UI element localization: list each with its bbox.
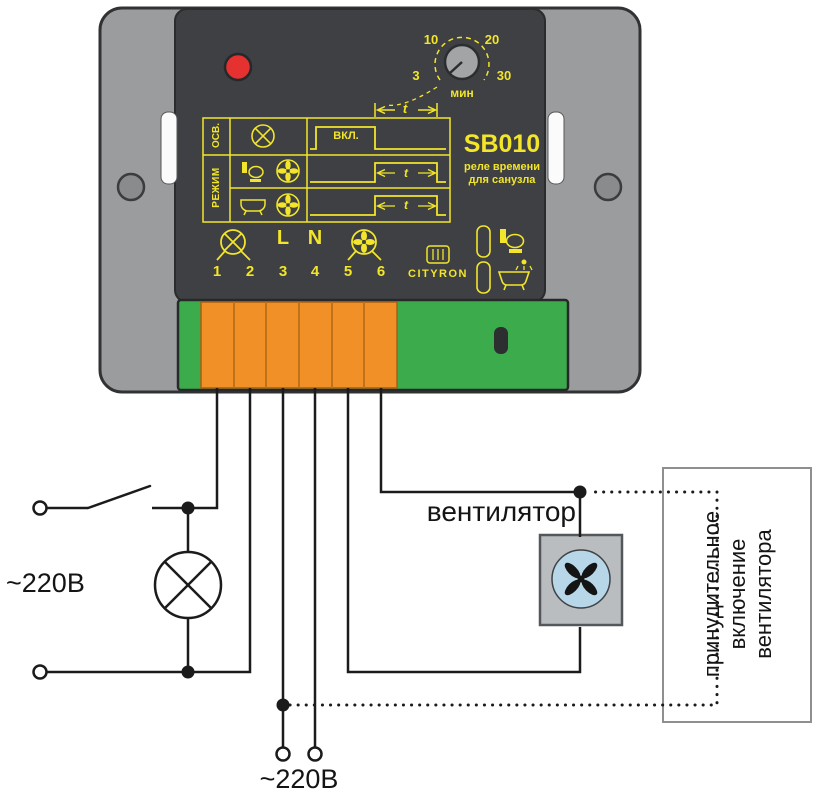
supply-left-label: ~220В: [6, 568, 85, 598]
mode-table-grid: [202, 117, 451, 223]
brand-label: CITYRON: [408, 268, 468, 280]
wire-terminal6-to-fan: [379, 388, 582, 537]
table-rows23-label: РЕЖИМ: [211, 167, 222, 208]
time-symbol-row3: t: [404, 198, 408, 212]
supply-terminal-neutral: [307, 746, 323, 762]
terminal-number-2: 2: [245, 263, 255, 280]
dial-knob-mark: [449, 61, 463, 74]
supply-bottom-label: ~220В: [259, 764, 339, 794]
time-symbol-row2: t: [404, 166, 408, 180]
terminal-number-4: 4: [310, 263, 320, 280]
lamp-icon-table: [251, 124, 275, 148]
lamp-icon-terminals: [216, 229, 251, 261]
toilet-icon-panel: [500, 229, 525, 253]
fan-icon-terminals: [347, 229, 382, 261]
wire-terminal1-to-switch: [152, 388, 219, 510]
mount-hole-right: [593, 172, 623, 202]
supply-terminal-top: [32, 500, 48, 516]
forced-on-dotted-link: [288, 490, 719, 707]
waveform-mode-wc: [310, 162, 446, 183]
terminal-neutral-label: N: [307, 227, 323, 249]
forced-on-note-line1: принудительное: [699, 510, 724, 678]
room-icons: [476, 225, 533, 294]
wiring: [32, 388, 719, 762]
on-label: ВКЛ.: [333, 130, 359, 142]
terminal-number-1: 1: [212, 263, 222, 280]
fan-propeller-icon: [564, 562, 598, 596]
switch-lever: [86, 484, 152, 510]
terminal-number-5: 5: [343, 263, 353, 280]
fan-icon-table-bath: [276, 193, 300, 217]
terminal-block: [176, 298, 570, 392]
pulse-width-arrows: [375, 168, 438, 211]
block-slot: [494, 327, 508, 354]
supply-terminal-bottom: [32, 664, 48, 680]
wire-terminal5-to-fan: [346, 388, 582, 674]
timer-dial: [385, 36, 490, 107]
fan-label: вентилятор: [426, 496, 576, 527]
forced-on-note: принудительное включение вентилятора: [699, 474, 777, 714]
table-row1-label: ОСВ.: [211, 123, 222, 148]
forced-on-note-line3: вентилятора: [751, 529, 776, 659]
column-icon-top: [476, 225, 491, 258]
supply-terminal-live: [275, 746, 291, 762]
brand-logo-icon: [426, 245, 450, 264]
column-icon-bottom: [476, 261, 491, 294]
time-symbol-top: t: [402, 101, 408, 116]
terminal-number-6: 6: [376, 263, 386, 280]
time-interval-annotation: [374, 103, 438, 117]
dial-tick-label-20: 20: [484, 32, 500, 47]
junction-dots: [181, 485, 587, 712]
dial-scale-arc: [434, 36, 490, 81]
terminal-number-3: 3: [278, 263, 288, 280]
bathtub-shower-icon-panel: [497, 259, 533, 291]
timing-waveforms: [310, 126, 446, 216]
bathtub-icon-table: [240, 199, 266, 216]
dial-unit-label: мин: [450, 86, 474, 100]
terminal-live-label: L: [276, 227, 290, 249]
fan-icon-table-wc: [276, 159, 300, 183]
model-subtitle-line1: реле времени: [464, 161, 540, 173]
waveform-light: [310, 126, 446, 150]
dial-tick-label-10: 10: [423, 32, 439, 47]
power-led: [223, 52, 253, 82]
mount-slot-left: [160, 111, 178, 185]
toilet-icon-table: [242, 162, 264, 182]
dial-tick-label-3: 3: [412, 68, 420, 83]
model-subtitle-line2: для санузла: [468, 174, 536, 186]
forced-on-note-box: [662, 467, 812, 723]
timer-relay-device: [98, 6, 642, 394]
waveform-mode-bath: [310, 195, 446, 216]
dial-tick-label-30: 30: [496, 68, 512, 83]
dial-leader-dashed: [385, 86, 438, 107]
forced-on-note-line2: включение: [725, 538, 750, 650]
mount-hole-left: [116, 172, 146, 202]
wire-terminal2-to-supply: [47, 388, 252, 674]
model-label: SB010: [463, 130, 541, 158]
mount-slot-right: [547, 111, 565, 185]
